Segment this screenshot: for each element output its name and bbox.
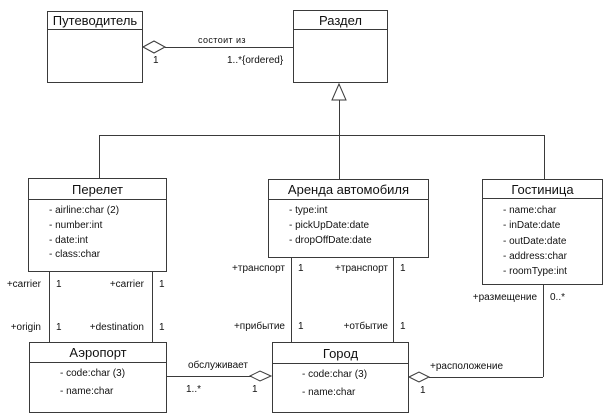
class-car-rental[interactable]: Аренда автомобиля - type:int - pickUpDat… [268, 179, 429, 258]
multiplicity-label: 1 [252, 384, 258, 395]
multiplicity-label: 1 [400, 321, 406, 332]
class-section[interactable]: Раздел [293, 10, 388, 83]
class-section-title: Раздел [294, 11, 387, 30]
attribute: - class:char [49, 249, 101, 261]
multiplicity-label: 1 [56, 279, 62, 290]
class-flight-title: Перелет [29, 179, 166, 200]
generalization-crossbar-line[interactable] [99, 135, 545, 136]
attribute: - pickUpDate:date [289, 219, 370, 231]
attribute: - airline:char (2) [49, 205, 120, 216]
role-label: +прибытие [233, 321, 285, 332]
generalization-triangle-section[interactable] [331, 82, 347, 101]
attribute: - dropOffDate:date [289, 234, 372, 246]
multiplicity-label: 1 [153, 55, 159, 66]
role-label: +расположение [430, 361, 504, 372]
attribute: - address:char [503, 250, 567, 262]
association-airport-city-line[interactable] [167, 376, 251, 377]
multiplicity-label: 1 [56, 322, 62, 333]
multiplicity-label: 1 [298, 321, 304, 332]
class-hotel[interactable]: Гостиница - name:char - inDate:date - ou… [482, 179, 603, 285]
generalization-branch-hotel[interactable] [544, 135, 545, 179]
class-car-rental-title: Аренда автомобиля [269, 180, 428, 200]
role-label: +отбытие [343, 321, 388, 332]
multiplicity-label: 1..*{ordered} [227, 55, 284, 66]
generalization-stem-line[interactable] [339, 100, 340, 135]
attribute: - code:char (3) [302, 369, 368, 380]
class-airport-title: Аэропорт [30, 343, 166, 363]
attribute: - roomType:int [503, 266, 567, 278]
attribute: - name:char [503, 205, 557, 216]
role-label: +carrier [6, 279, 41, 290]
class-guidebook-title: Путеводитель [48, 12, 142, 30]
attribute: - number:int [49, 219, 103, 231]
association-name-label: состоит из [198, 35, 246, 45]
class-car-rental-attributes: - type:int - pickUpDate:date - dropOffDa… [269, 200, 428, 248]
multiplicity-label: 1 [159, 322, 165, 333]
attribute: - code:char (3) [60, 368, 126, 379]
multiplicity-label: 1 [400, 263, 406, 274]
role-label: +origin [10, 322, 41, 333]
role-label: +размещение [472, 292, 537, 303]
class-guidebook[interactable]: Путеводитель [47, 11, 143, 83]
multiplicity-label: 1 [298, 263, 304, 274]
association-city-hotel-vline[interactable] [543, 285, 544, 377]
attribute: - date:int [49, 234, 88, 246]
attribute: - outDate:date [503, 235, 567, 247]
attribute: - name:char [60, 386, 114, 397]
association-car-city-arrival-line[interactable] [291, 258, 292, 342]
attribute: - inDate:date [503, 220, 561, 232]
class-airport[interactable]: Аэропорт - code:char (3) - name:char [29, 342, 167, 413]
multiplicity-label: 1..* [186, 384, 202, 395]
aggregation-diamond-city-airport[interactable] [248, 370, 273, 382]
generalization-branch-flight[interactable] [99, 135, 100, 178]
generalization-branch-car-rental[interactable] [339, 135, 340, 179]
role-label: +транспорт [335, 263, 388, 274]
association-city-hotel-hline[interactable] [429, 377, 543, 378]
class-city-title: Город [273, 343, 408, 364]
association-flight-airport-origin-line[interactable] [49, 272, 50, 342]
class-flight[interactable]: Перелет - airline:char (2) - number:int … [28, 178, 167, 272]
class-city-attributes: - code:char (3) - name:char [273, 364, 408, 402]
attribute: - type:int [289, 205, 328, 216]
multiplicity-label: 0..* [550, 292, 566, 303]
class-flight-attributes: - airline:char (2) - number:int - date:i… [29, 200, 166, 263]
role-label: +carrier [109, 279, 144, 290]
aggregation-diamond-guidebook[interactable] [141, 40, 167, 54]
role-label: +транспорт [232, 263, 285, 274]
class-airport-attributes: - code:char (3) - name:char [30, 363, 166, 401]
role-label: +destination [89, 322, 144, 333]
association-flight-airport-destination-line[interactable] [152, 272, 153, 342]
association-car-city-departure-line[interactable] [393, 258, 394, 342]
aggregation-diamond-city-hotel[interactable] [407, 371, 431, 383]
multiplicity-label: 1 [420, 385, 426, 396]
association-name-label: обслуживает [188, 360, 248, 371]
class-city[interactable]: Город - code:char (3) - name:char [272, 342, 409, 413]
attribute: - name:char [302, 387, 356, 398]
multiplicity-label: 1 [159, 279, 165, 290]
association-guidebook-section-line[interactable] [165, 47, 293, 48]
class-hotel-title: Гостиница [483, 180, 602, 199]
class-hotel-attributes: - name:char - inDate:date - outDate:date… [483, 199, 602, 279]
